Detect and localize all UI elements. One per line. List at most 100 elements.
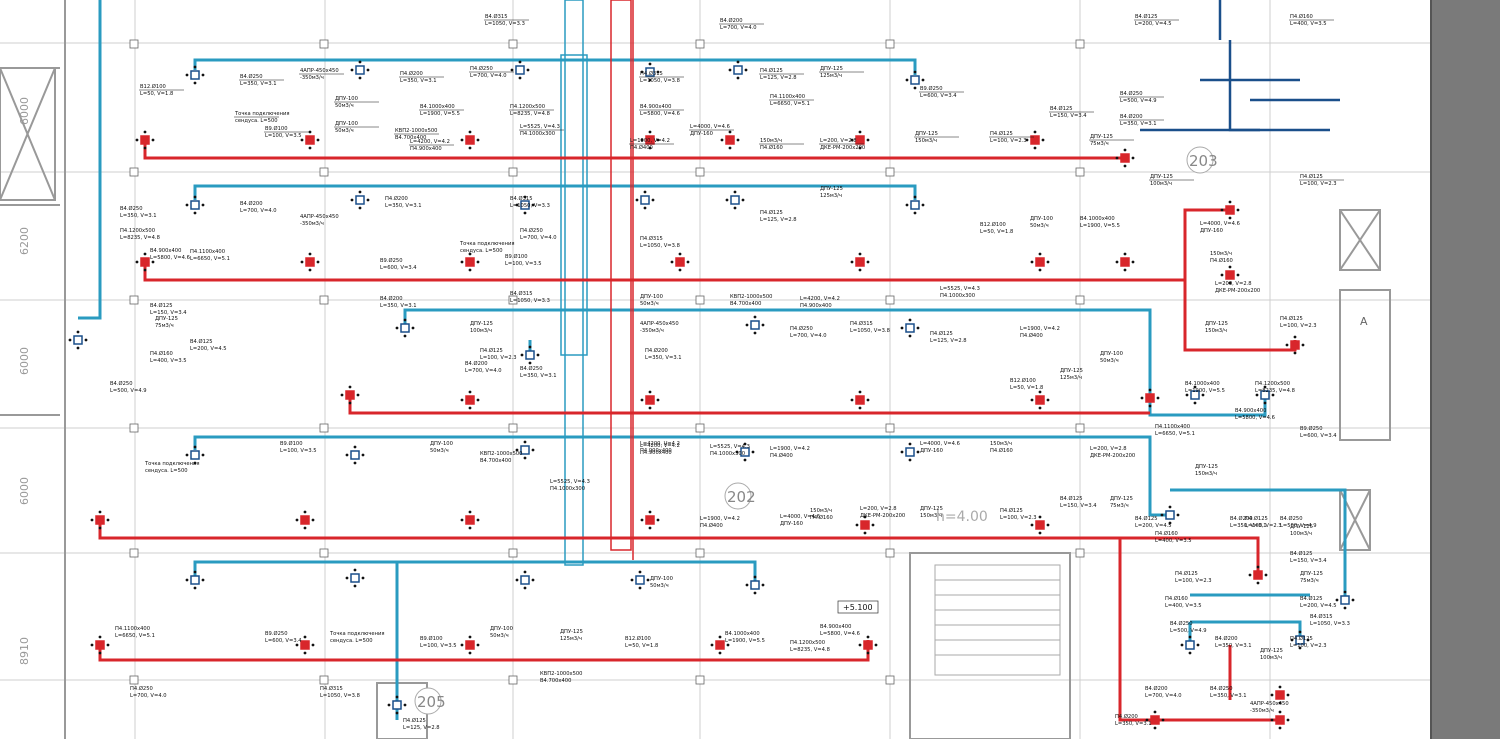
air-direction-arrow xyxy=(84,338,88,342)
air-direction-arrow xyxy=(728,68,732,72)
air-direction-arrow xyxy=(135,138,139,142)
exhaust-riser xyxy=(560,0,588,566)
air-direction-arrow xyxy=(640,398,644,402)
duct-label: L=350, V=3.1 xyxy=(1230,523,1267,529)
air-direction-arrow xyxy=(900,326,904,330)
duct-label: П4.1000х300 xyxy=(940,293,975,299)
air-direction-arrow xyxy=(1030,398,1034,402)
air-direction-arrow xyxy=(1148,388,1152,392)
air-direction-arrow xyxy=(913,70,917,74)
air-direction-arrow xyxy=(300,138,304,142)
air-direction-arrow xyxy=(308,252,312,256)
air-direction-arrow xyxy=(411,326,415,330)
duct-label: L=5800, V=4.6 xyxy=(820,631,860,637)
duct-label: L=6650, V=5.1 xyxy=(190,256,230,262)
duct-label: L=350, V=3.1 xyxy=(1210,693,1247,699)
duct-label: В4.Ø200 xyxy=(1120,113,1143,120)
air-direction-arrow xyxy=(908,458,912,462)
exhaust-grille xyxy=(355,65,365,75)
air-direction-arrow xyxy=(76,346,80,350)
air-direction-arrow xyxy=(643,206,647,210)
duct-label: П4.Ø160 xyxy=(760,144,783,151)
air-direction-arrow xyxy=(350,68,354,72)
duct-label: ДПУ-125 xyxy=(155,316,178,322)
air-direction-arrow xyxy=(106,518,110,522)
duct-label: ДПУ-125 xyxy=(1110,496,1133,502)
air-direction-arrow xyxy=(855,523,859,527)
air-direction-arrow xyxy=(358,76,362,80)
duct-label: В4.700х400 xyxy=(730,301,761,307)
air-direction-arrow xyxy=(510,68,514,72)
exhaust-grille xyxy=(1165,510,1175,520)
duct-label: L=700, V=4.0 xyxy=(1145,693,1182,699)
duct-label: ДПУ-160 xyxy=(690,131,713,137)
air-direction-arrow xyxy=(1286,693,1290,697)
duct-label: L=100, V=2.3 xyxy=(1300,181,1337,187)
exhaust-grille xyxy=(910,200,920,210)
air-direction-arrow xyxy=(1046,523,1050,527)
duct-label: 4АПР-450х450 xyxy=(1250,701,1289,707)
air-direction-arrow xyxy=(523,195,527,199)
duct-label: сендуса. L=500 xyxy=(145,468,188,474)
duct-label: L=1900, V=5.5 xyxy=(420,111,460,117)
supply-grille xyxy=(1253,570,1263,580)
air-direction-arrow xyxy=(1123,252,1127,256)
duct-label: В9.Ø250 xyxy=(265,630,288,637)
duct-label: ДПУ-125 xyxy=(920,506,943,512)
supply-grille xyxy=(465,257,475,267)
duct-label: ДПУ-100 xyxy=(650,576,673,582)
duct-label: L=350, V=3.1 xyxy=(645,355,682,361)
air-direction-arrow xyxy=(193,570,197,574)
duct-label: L=200, V=4.5 xyxy=(190,346,227,352)
duct-label: 125м3/ч xyxy=(560,636,582,642)
air-direction-arrow xyxy=(720,138,724,142)
duct-label: L=50, V=1.8 xyxy=(1010,385,1043,391)
duct-label: 150м3/ч xyxy=(760,138,782,144)
air-direction-arrow xyxy=(728,130,732,134)
air-direction-arrow xyxy=(468,635,472,639)
air-direction-arrow xyxy=(1228,265,1232,269)
supply-grille xyxy=(715,640,725,650)
air-direction-arrow xyxy=(518,60,522,64)
duct-label: L=100, V=3.5 xyxy=(505,261,542,267)
air-direction-arrow xyxy=(648,62,652,66)
air-direction-arrow xyxy=(468,268,472,272)
supply-grille xyxy=(863,640,873,650)
air-direction-arrow xyxy=(476,398,480,402)
axis-a: A xyxy=(1360,315,1368,328)
air-direction-arrow xyxy=(1264,573,1268,577)
duct-label: В4.900х400 xyxy=(1235,408,1266,414)
duct-label: L=50, V=1.8 xyxy=(980,229,1013,235)
duct-label: L=100, V=2.3 xyxy=(1175,578,1212,584)
duct-label: ДПУ-125 xyxy=(1300,571,1323,577)
air-direction-arrow xyxy=(1298,646,1302,650)
air-direction-arrow xyxy=(358,190,362,194)
duct-label: В4.Ø200 xyxy=(1230,515,1253,522)
air-direction-arrow xyxy=(1228,281,1232,285)
duct-label: ДПУ-100 xyxy=(490,626,513,632)
supply-grille xyxy=(300,515,310,525)
air-direction-arrow xyxy=(866,260,870,264)
duct-label: В4.900х400 xyxy=(150,248,181,254)
air-direction-arrow xyxy=(908,318,912,322)
air-direction-arrow xyxy=(303,635,307,639)
duct-label: L=100, V=2.3 xyxy=(480,355,517,361)
duct-label: L=200, V=2.8 xyxy=(1090,446,1127,452)
air-direction-arrow xyxy=(718,651,722,655)
duct-label: L=1050, V=3.3 xyxy=(510,298,550,304)
ceiling-height: h=4.00 xyxy=(936,509,988,525)
air-direction-arrow xyxy=(1256,565,1260,569)
air-direction-arrow xyxy=(1220,208,1224,212)
duct-label: В4.Ø200 xyxy=(240,200,263,207)
air-direction-arrow xyxy=(753,315,757,319)
supply-grille xyxy=(855,135,865,145)
air-direction-arrow xyxy=(98,510,102,514)
right-scroll-panel[interactable] xyxy=(1430,0,1500,739)
air-direction-arrow xyxy=(515,448,519,452)
exhaust-grille xyxy=(905,323,915,333)
air-direction-arrow xyxy=(638,586,642,590)
air-direction-arrow xyxy=(185,578,189,582)
exhaust-grille xyxy=(910,75,920,85)
